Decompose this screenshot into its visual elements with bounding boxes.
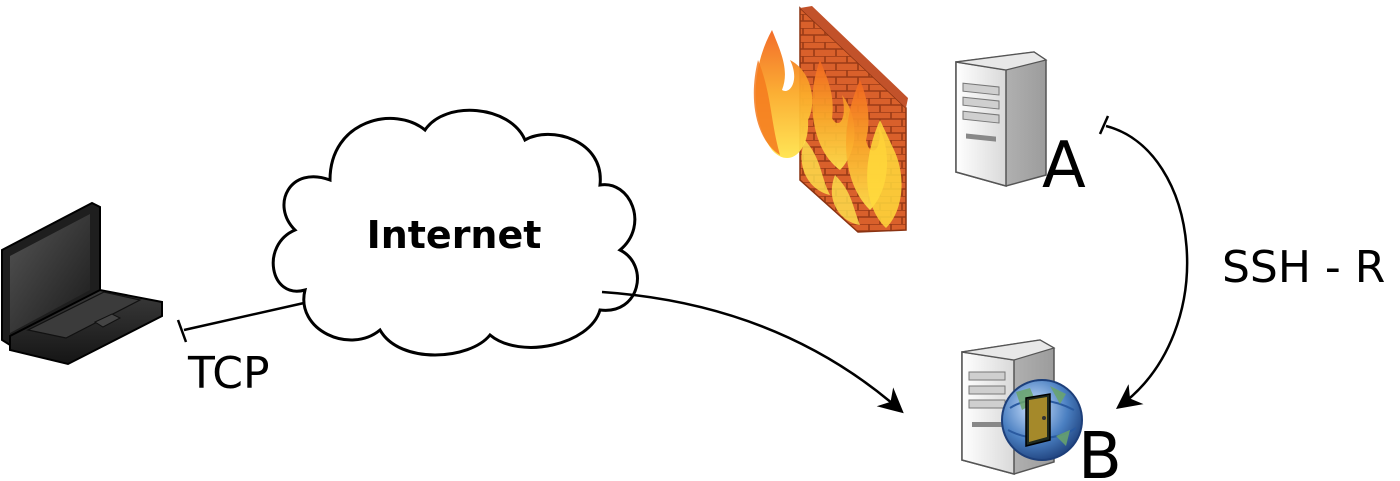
edge-ssh-r: SSH - R: [1098, 115, 1385, 409]
edge-tcp-label: TCP: [187, 348, 270, 399]
laptop-icon: [1, 201, 163, 366]
cloud-label: Internet: [367, 213, 542, 257]
edge-internet-to-b: [601, 290, 904, 414]
cloud-icon: Internet: [271, 108, 639, 357]
server-a-label: A: [1042, 129, 1086, 203]
globe-icon: [1001, 379, 1083, 461]
edge-ssh-r-label: SSH - R: [1222, 242, 1385, 293]
server-b-label: B: [1078, 420, 1122, 481]
edge-tcp: TCP: [176, 301, 305, 399]
server-a-icon: A: [955, 51, 1086, 203]
server-b-icon: B: [961, 339, 1122, 481]
firewall-icon: [753, 6, 908, 233]
